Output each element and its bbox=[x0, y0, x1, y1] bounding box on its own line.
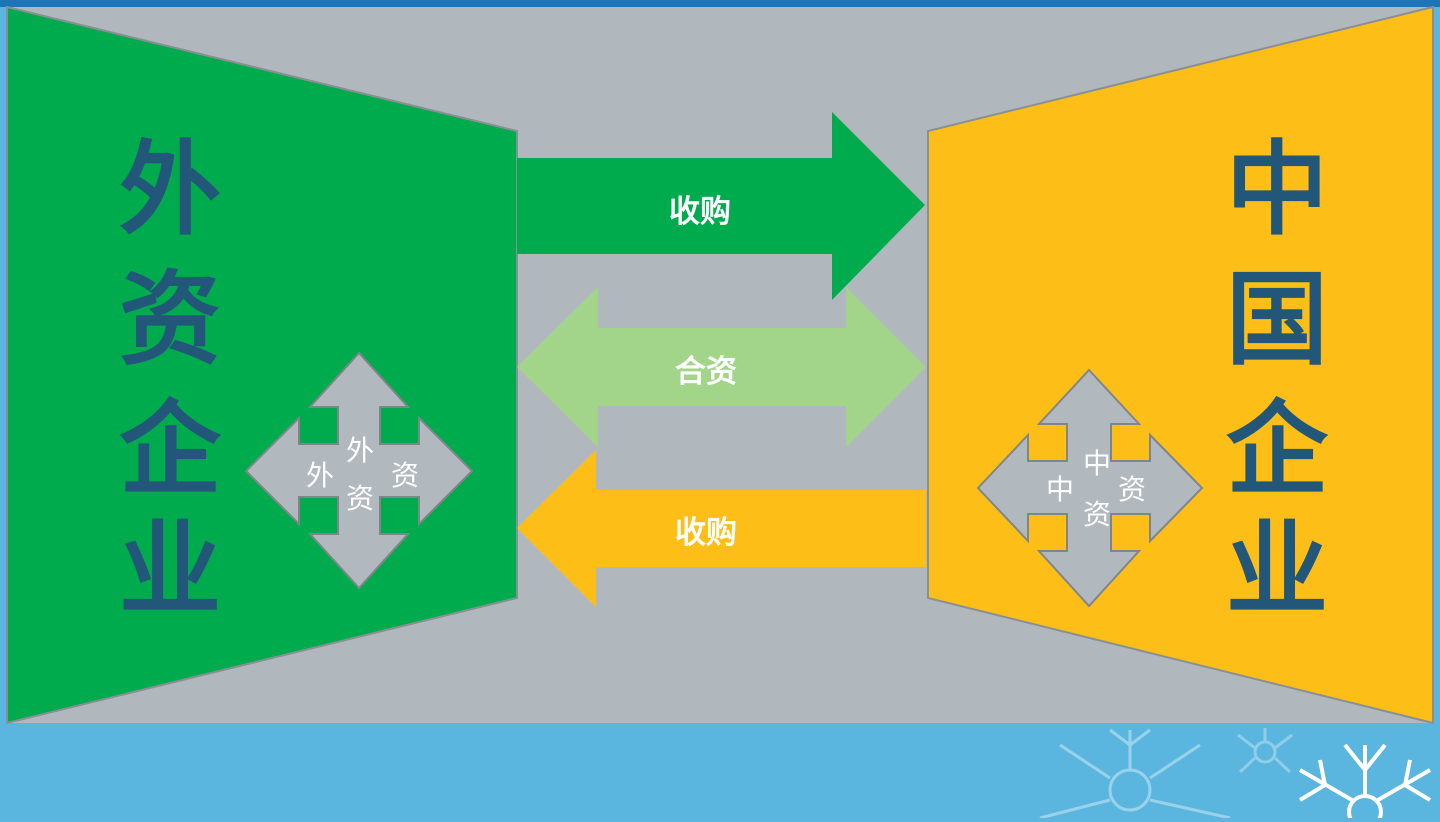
foreign-title-char-3: 企 bbox=[119, 391, 222, 510]
foreign-enterprise-block bbox=[6, 5, 518, 725]
top-bar bbox=[0, 0, 1440, 7]
foreign-four-way-arrow bbox=[244, 351, 474, 590]
chinese-enterprise-block bbox=[927, 5, 1434, 725]
chinese-inner-top: 中 bbox=[1083, 447, 1111, 480]
foreign-inner-left: 外 bbox=[306, 459, 334, 492]
chinese-title-char-4: 业 bbox=[1226, 511, 1328, 630]
snowflake-icon bbox=[1039, 728, 1231, 820]
acquire-right-arrow bbox=[517, 112, 925, 300]
chinese-inner-left: 中 bbox=[1046, 473, 1074, 506]
snowflake-icon bbox=[1298, 743, 1432, 822]
snowflake-icon bbox=[1237, 728, 1293, 774]
acquire-left-arrow bbox=[517, 450, 926, 607]
chinese-inner-bottom: 资 bbox=[1083, 498, 1111, 531]
acquire-left-label: 收购 bbox=[675, 515, 737, 551]
chinese-title-char-3: 企 bbox=[1226, 391, 1329, 510]
chinese-inner-right: 资 bbox=[1118, 473, 1146, 506]
foreign-title-char-2: 资 bbox=[119, 261, 221, 380]
foreign-title-char-1: 外 bbox=[119, 131, 221, 250]
chinese-title-char-1: 中 bbox=[1226, 131, 1328, 250]
chinese-title-char-2: 国 bbox=[1226, 261, 1328, 380]
joint-venture-label: 合资 bbox=[675, 354, 737, 390]
foreign-inner-right: 资 bbox=[391, 459, 419, 492]
acquire-right-label: 收购 bbox=[669, 194, 731, 230]
foreign-inner-top: 外 bbox=[346, 434, 374, 467]
joint-venture-arrow bbox=[517, 287, 926, 447]
foreign-inner-bottom: 资 bbox=[346, 482, 374, 515]
foreign-title-char-4: 业 bbox=[119, 511, 221, 630]
chinese-four-way-arrow bbox=[976, 368, 1204, 608]
